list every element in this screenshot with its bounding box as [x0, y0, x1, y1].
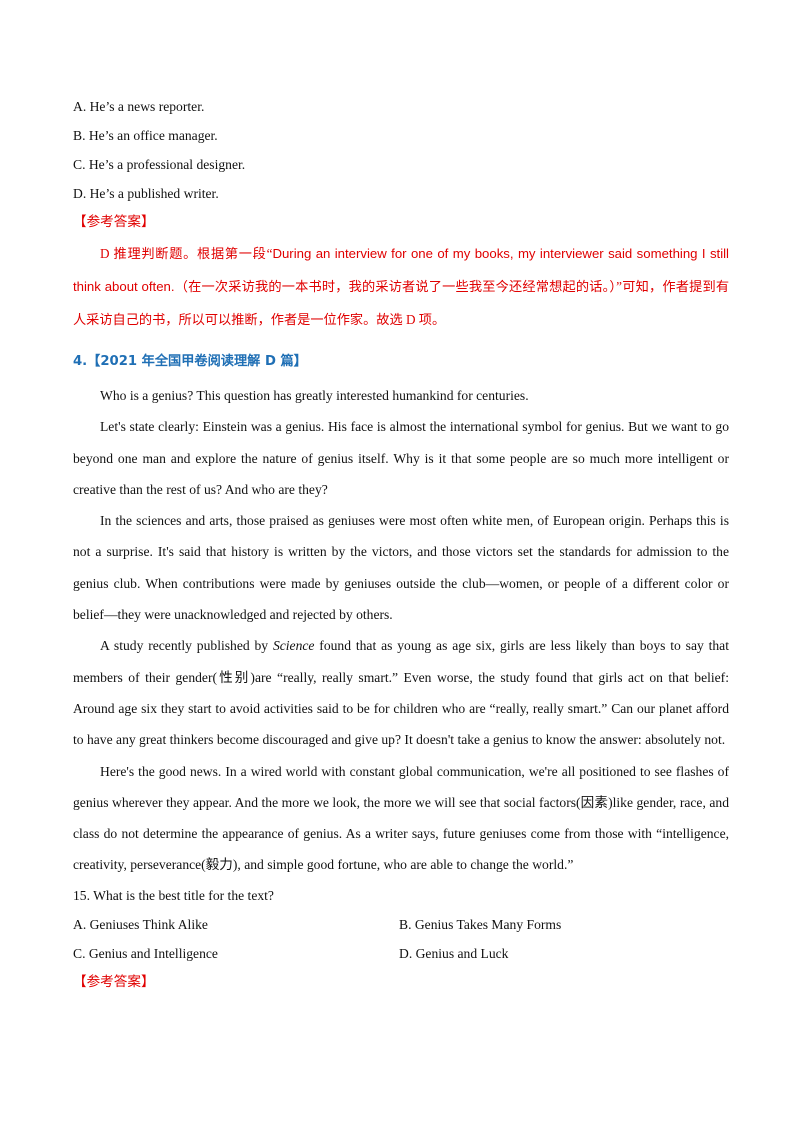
- passage-paragraph-3: In the sciences and arts, those praised …: [73, 513, 729, 623]
- option-d: D. He’s a published writer.: [73, 186, 219, 201]
- passage-paragraph-2: Let's state clearly: Einstein was a geni…: [73, 419, 729, 497]
- question-option-b: B. Genius Takes Many Forms: [399, 916, 562, 932]
- question-stem: 15. What is the best title for the text?: [73, 887, 274, 903]
- answer-lead: D 推理判断题。根据第一段“: [100, 246, 273, 261]
- document-page: A. He’s a news reporter. B. He’s an offi…: [73, 92, 729, 997]
- answer-label-2: 【参考答案】: [73, 973, 155, 990]
- answer-quote: During an interview for one of my books,…: [73, 246, 729, 294]
- section-heading: 4.【2021 年全国甲卷阅读理解 D 篇】: [73, 354, 307, 369]
- option-b: B. He’s an office manager.: [73, 128, 218, 143]
- p4-text-b: found that as young as age six, girls ar…: [73, 638, 729, 748]
- journal-name: Science: [272, 638, 315, 654]
- passage-paragraph-5: Here's the good news. In a wired world w…: [73, 763, 729, 873]
- answer-tail: （在一次采访我的一本书时，我的采访者说了一些我至今还经常想起的话。）”可知，作者…: [73, 279, 730, 327]
- question-options: A. Geniuses Think Alike B. Genius Takes …: [73, 910, 729, 968]
- question-option-d: D. Genius and Luck: [399, 945, 509, 961]
- p4-text-a: A study recently published by: [100, 638, 273, 654]
- option-a: A. He’s a news reporter.: [73, 99, 205, 114]
- answer-label: 【参考答案】: [73, 214, 155, 230]
- passage-paragraph-4: A study recently published by Science fo…: [73, 630, 729, 755]
- question-option-a: A. Geniuses Think Alike: [73, 916, 208, 932]
- option-c: C. He’s a professional designer.: [73, 157, 246, 172]
- question-option-c: C. Genius and Intelligence: [73, 945, 218, 961]
- answer-explanation: D 推理判断题。根据第一段“During an interview for on…: [73, 237, 729, 336]
- passage-paragraph-1: Who is a genius? This question has great…: [100, 388, 529, 403]
